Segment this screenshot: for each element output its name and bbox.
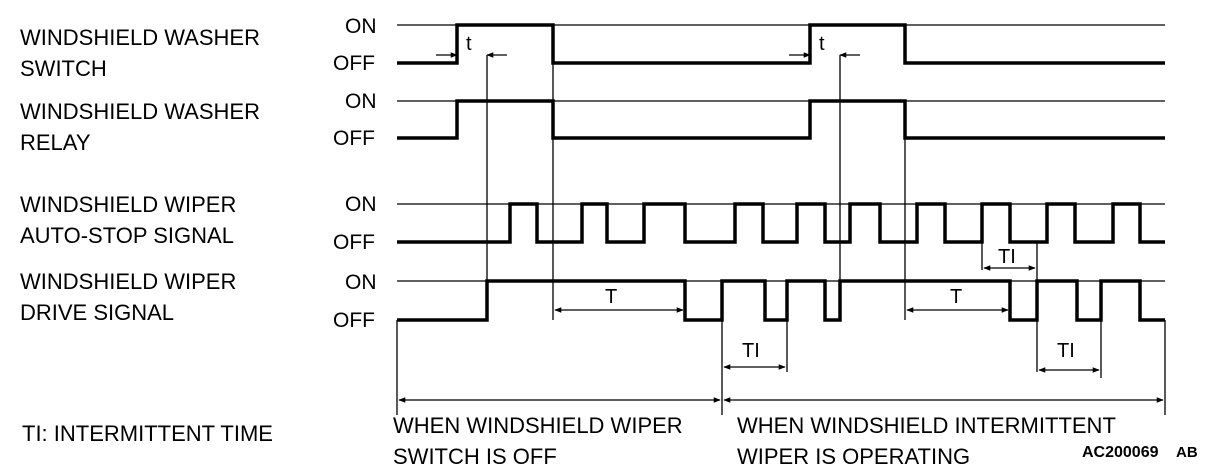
washer-relay-waveform bbox=[397, 99, 1165, 140]
ti-interval-label-autostop: TI bbox=[998, 246, 1016, 268]
drive-label-line1: WINDSHIELD WIPER bbox=[20, 269, 236, 294]
row-label-autostop: WINDSHIELD WIPER AUTO-STOP SIGNAL bbox=[20, 192, 236, 248]
washer-switch-off-level: OFF bbox=[333, 52, 375, 75]
row-label-washer-switch: WINDSHIELD WASHER SWITCH bbox=[20, 25, 260, 81]
ti-interval-autostop: TI bbox=[983, 246, 1036, 271]
phase-left-caption-line2: SWITCH IS OFF bbox=[393, 444, 557, 469]
ti-legend: TI: INTERMITTENT TIME bbox=[22, 421, 273, 446]
washer-relay-on-level: ON bbox=[345, 90, 377, 113]
autostop-waveform bbox=[397, 202, 1165, 244]
switch-delay-label-2: t bbox=[819, 33, 825, 55]
drive-waveform bbox=[397, 279, 1165, 322]
ti-interval-1: TI bbox=[723, 340, 786, 370]
washer-switch-label-line1: WINDSHIELD WASHER bbox=[20, 25, 260, 50]
autostop-label-line1: WINDSHIELD WIPER bbox=[20, 192, 236, 217]
switch-delay-label-1: t bbox=[466, 33, 472, 55]
washer-relay-label-line1: WINDSHIELD WASHER bbox=[20, 99, 260, 124]
switch-delay-marker-1: t bbox=[436, 33, 507, 58]
washer-switch-on-level: ON bbox=[345, 15, 377, 38]
row-label-drive: WINDSHIELD WIPER DRIVE SIGNAL bbox=[20, 269, 236, 325]
drive-on-level: ON bbox=[345, 271, 377, 294]
switch-delay-marker-2: t bbox=[789, 33, 860, 58]
phase-left-caption-line1: WHEN WINDSHIELD WIPER bbox=[393, 413, 683, 438]
row-label-washer-relay: WINDSHIELD WASHER RELAY bbox=[20, 99, 260, 155]
autostop-label-line2: AUTO-STOP SIGNAL bbox=[20, 223, 234, 248]
t-interval-1: T bbox=[554, 286, 684, 313]
washer-relay-off-level: OFF bbox=[333, 127, 375, 150]
figure-code-suffix: AB bbox=[1176, 444, 1198, 461]
washer-switch-label-line2: SWITCH bbox=[20, 56, 107, 81]
phase-right-caption-line2: WIPER IS OPERATING bbox=[737, 444, 970, 469]
autostop-on-level: ON bbox=[345, 193, 377, 216]
ti-interval-label-1: TI bbox=[742, 340, 760, 362]
ti-interval-label-2: TI bbox=[1057, 340, 1075, 362]
ti-interval-2: TI bbox=[1038, 340, 1100, 373]
t-interval-label-2: T bbox=[950, 286, 962, 308]
phase-right-caption-line1: WHEN WINDSHIELD INTERMITTENT bbox=[737, 413, 1116, 438]
figure-code-main: AC200069 bbox=[1082, 444, 1159, 461]
washer-relay-label-line2: RELAY bbox=[20, 130, 91, 155]
drive-off-level: OFF bbox=[333, 309, 375, 332]
t-interval-label-1: T bbox=[605, 286, 617, 308]
t-interval-2: T bbox=[906, 286, 1009, 313]
drive-label-line2: DRIVE SIGNAL bbox=[20, 300, 174, 325]
autostop-off-level: OFF bbox=[333, 231, 375, 254]
washer-switch-waveform bbox=[397, 23, 1165, 65]
